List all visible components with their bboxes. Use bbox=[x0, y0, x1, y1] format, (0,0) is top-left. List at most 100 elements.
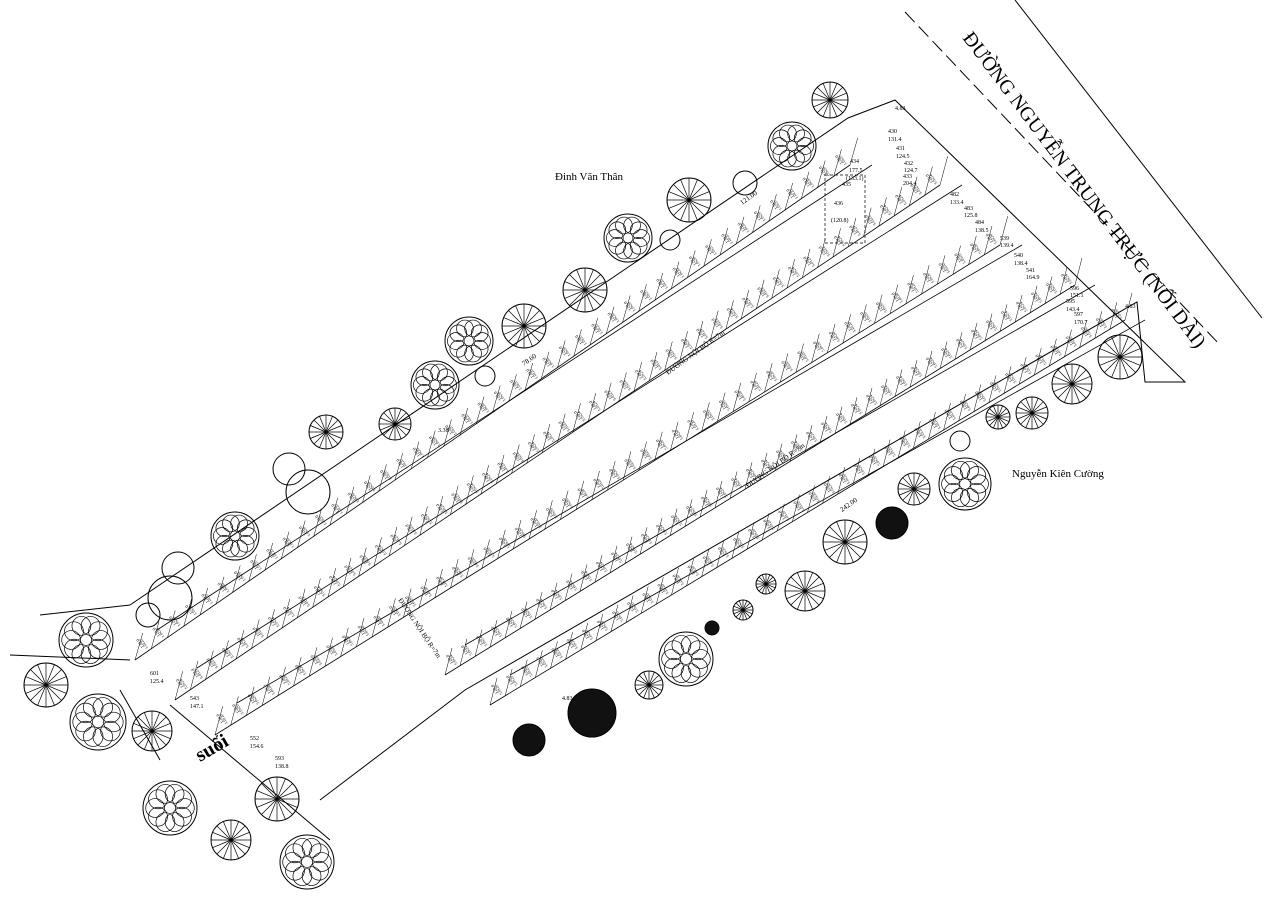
lot-line bbox=[717, 392, 726, 422]
lot-line bbox=[867, 448, 876, 476]
lot-area-label: 120.0 bbox=[618, 379, 628, 391]
lot-line bbox=[939, 156, 948, 186]
lot-size-label: 5.0x24 bbox=[658, 524, 668, 536]
lot-size-label: 5.0x24 bbox=[576, 410, 586, 422]
lot-size-label: 5.0x24 bbox=[928, 173, 938, 185]
tree-icon bbox=[444, 316, 494, 366]
lot-area: 131.4 bbox=[888, 137, 902, 143]
palm-tree-icon bbox=[210, 819, 252, 861]
lot-area-label: 120.0 bbox=[281, 536, 291, 548]
lot-area-label: 120.0 bbox=[834, 412, 844, 424]
lot-line bbox=[893, 187, 903, 216]
lot-line bbox=[444, 647, 453, 676]
lot-line bbox=[610, 604, 619, 632]
east-lots: 482 133.4 483 125.8 484 138.5 539 139.4 … bbox=[950, 192, 1088, 326]
lot-area-label: 120.0 bbox=[890, 291, 900, 303]
lot-line bbox=[481, 539, 490, 569]
lot-size-label: 5.0x20 bbox=[313, 654, 323, 666]
lot-area-label: 120.0 bbox=[560, 497, 570, 509]
lot-line bbox=[984, 225, 993, 255]
tree-icon bbox=[308, 414, 344, 450]
lot-area-label: 120.0 bbox=[489, 625, 499, 637]
lot-area-label: 120.0 bbox=[435, 575, 445, 587]
lot-area-label: 120.0 bbox=[314, 514, 324, 526]
lot-size-label: 5.0x20 bbox=[862, 311, 872, 323]
lot-size-label: 5.0x24 bbox=[628, 543, 638, 555]
lot-line bbox=[373, 537, 382, 567]
lot-line bbox=[1018, 357, 1027, 385]
lot-line bbox=[701, 402, 710, 432]
lot-number: 483 bbox=[964, 206, 973, 212]
lot-line bbox=[921, 265, 930, 295]
lot-size-label: 5.0x24 bbox=[362, 555, 372, 567]
lot-area: 177.5 bbox=[849, 168, 863, 174]
lot-size-label: 5.0x24 bbox=[988, 320, 998, 332]
lot-line bbox=[248, 554, 257, 582]
lot-size-label: 5.0x20 bbox=[344, 635, 354, 647]
lot-area-label: 120.0 bbox=[444, 424, 454, 436]
lot-size-label: 5.0x20 bbox=[1007, 372, 1017, 384]
lot-rows: 120.01.0x20120.01.0x20120.01.0x20120.01.… bbox=[135, 137, 1146, 736]
lot-area-label: 120.0 bbox=[216, 581, 226, 593]
lot-row: 120.05.0x24120.05.0x24120.05.0x24120.05.… bbox=[444, 257, 1096, 676]
lot-size-label: 5.0x24 bbox=[598, 561, 608, 573]
lot-area-label: 120.0 bbox=[670, 428, 680, 440]
lot-area-label: 120.0 bbox=[954, 337, 964, 349]
lot-area-label: 120.0 bbox=[729, 477, 739, 489]
lot-line bbox=[801, 171, 810, 199]
lot-line bbox=[714, 480, 723, 508]
lot-size-label: 5.0x20 bbox=[219, 713, 229, 725]
lot-line bbox=[973, 384, 982, 412]
lot-area-label: 120.0 bbox=[232, 570, 242, 582]
lot-area-label: 120.0 bbox=[482, 546, 492, 558]
lot-size-label: 5.0x20 bbox=[234, 703, 244, 715]
lot-area-label: 120.0 bbox=[832, 234, 842, 246]
lot-size-label: 5.0x20 bbox=[753, 380, 763, 392]
lot-size-label: 1.0x20 bbox=[464, 413, 474, 425]
lot-size-label: 1.0x20 bbox=[610, 312, 620, 324]
lot-line bbox=[618, 372, 627, 402]
lot-line bbox=[459, 407, 468, 436]
lot-line bbox=[639, 527, 648, 555]
lot-line bbox=[595, 613, 604, 641]
lot-area-label: 120.0 bbox=[792, 500, 802, 512]
lot-line bbox=[719, 227, 728, 256]
lot-size-label: 5.0x24 bbox=[408, 524, 418, 536]
lot-line bbox=[324, 637, 333, 667]
lot-size-label: 5.0x20 bbox=[501, 537, 511, 549]
lot-area-label: 120.0 bbox=[435, 502, 445, 514]
lot-area-label: 120.0 bbox=[549, 588, 559, 600]
lot-area-label: 120.0 bbox=[817, 165, 827, 177]
lot-line bbox=[264, 542, 273, 571]
lot-size-label: 5.0x20 bbox=[470, 556, 480, 568]
lot-area: 138.4 bbox=[1014, 261, 1028, 267]
lot-size-label: 5.0x24 bbox=[239, 637, 249, 649]
lot-line bbox=[167, 610, 176, 638]
lot-line bbox=[954, 332, 963, 360]
lot-area-label: 120.0 bbox=[741, 296, 751, 308]
lot-size-label: 1.0x20 bbox=[577, 334, 587, 346]
lot-line bbox=[526, 434, 535, 464]
lot-line bbox=[1064, 329, 1072, 357]
lot-area: 133.4 bbox=[950, 200, 964, 206]
lot-area-label: 120.0 bbox=[580, 628, 590, 640]
lot-area-label: 120.0 bbox=[1019, 362, 1029, 374]
lot-number: 433 bbox=[903, 174, 912, 180]
lot-size-label: 5.0x20 bbox=[596, 478, 606, 490]
lot-size-label: 5.0x20 bbox=[1083, 326, 1093, 338]
lot-size-label: 5.0x24 bbox=[194, 668, 204, 680]
lot-line bbox=[664, 341, 673, 371]
lot-size-label: 5.0x24 bbox=[561, 421, 571, 433]
lot-line bbox=[874, 294, 883, 324]
lot-size-label: 5.0x24 bbox=[478, 635, 488, 647]
lot-line bbox=[716, 540, 725, 568]
lot-size-label: 5.0x24 bbox=[448, 654, 458, 666]
lot-size-label: 5.0x24 bbox=[209, 658, 219, 670]
lot-area-label: 120.0 bbox=[864, 393, 874, 405]
lot-size-label: 1.0x20 bbox=[236, 571, 246, 583]
lot-line bbox=[819, 415, 828, 443]
lot-area-label: 120.0 bbox=[641, 591, 651, 603]
lot-area-label: 120.0 bbox=[450, 492, 460, 504]
lot-size-label: 5.0x24 bbox=[653, 359, 663, 371]
lot-size-label: 1.0x20 bbox=[724, 233, 734, 245]
